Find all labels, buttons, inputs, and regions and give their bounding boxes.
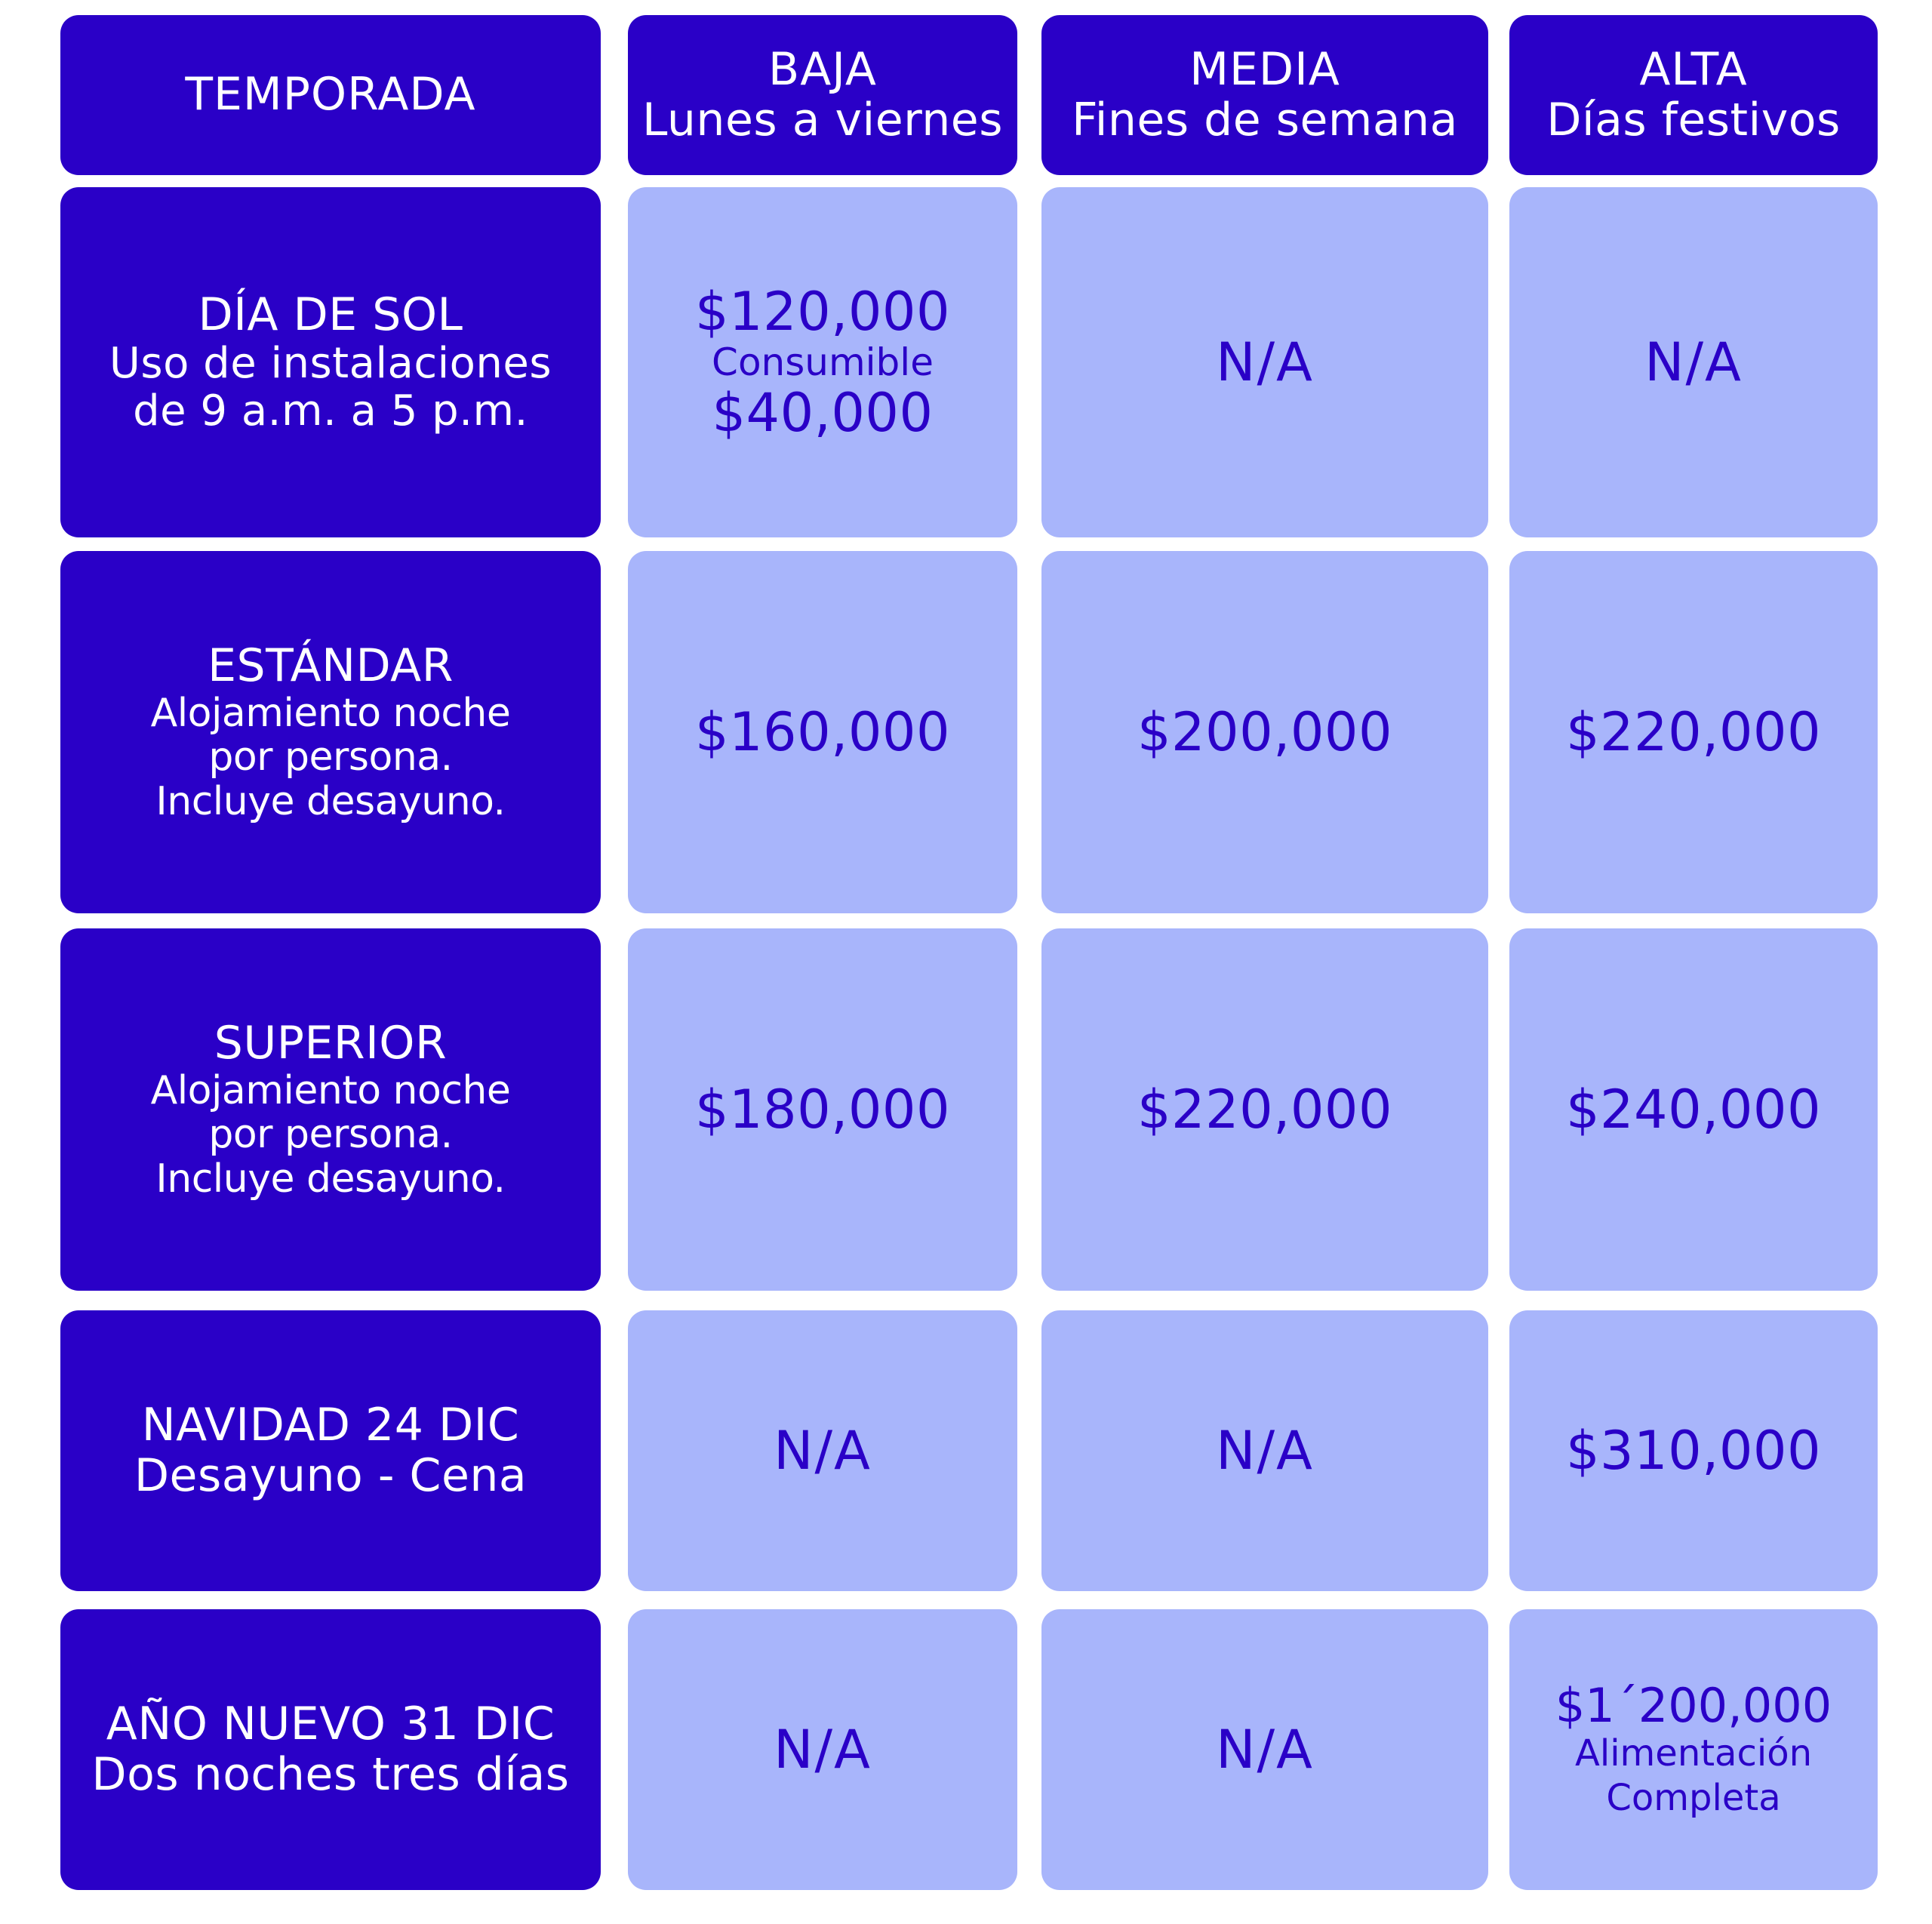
price-value: $220,000 xyxy=(1565,700,1821,763)
row-title: ESTÁNDAR xyxy=(208,639,454,693)
row-desc-line: Alojamiento noche xyxy=(150,691,511,737)
header-media-title: MEDIA xyxy=(1189,42,1340,96)
header-baja-subtitle: Lunes a viernes xyxy=(642,94,1003,146)
price-value: $40,000 xyxy=(712,382,934,444)
row-title: DÍA DE SOL xyxy=(198,288,463,341)
price-cell-estandar-alta: $220,000 xyxy=(1509,551,1878,913)
row-ano-nuevo-label: AÑO NUEVO 31 DIC Dos noches tres días xyxy=(60,1609,601,1890)
header-alta-title: ALTA xyxy=(1639,42,1748,96)
header-temporada: TEMPORADA xyxy=(60,15,601,175)
price-value: N/A xyxy=(774,1718,872,1781)
price-cell-ano-nuevo-baja: N/A xyxy=(628,1609,1017,1890)
price-cell-ano-nuevo-media: N/A xyxy=(1041,1609,1488,1890)
price-cell-dia-de-sol-alta: N/A xyxy=(1509,187,1878,537)
price-value: $310,000 xyxy=(1565,1419,1821,1482)
price-value: $200,000 xyxy=(1137,700,1392,763)
row-estandar-label: ESTÁNDAR Alojamiento noche por persona. … xyxy=(60,551,601,913)
price-cell-estandar-media: $200,000 xyxy=(1041,551,1488,913)
header-media-subtitle: Fines de semana xyxy=(1072,94,1458,146)
price-cell-ano-nuevo-alta: $1´200,000 Alimentación Completa xyxy=(1509,1609,1878,1890)
header-media: MEDIA Fines de semana xyxy=(1041,15,1488,175)
price-value: $120,000 xyxy=(694,280,950,343)
price-cell-navidad-baja: N/A xyxy=(628,1310,1017,1591)
price-value: $180,000 xyxy=(694,1078,950,1141)
price-value: N/A xyxy=(1644,331,1743,393)
header-baja: BAJA Lunes a viernes xyxy=(628,15,1017,175)
price-cell-superior-alta: $240,000 xyxy=(1509,928,1878,1291)
price-value: N/A xyxy=(774,1419,872,1482)
row-navidad-label: NAVIDAD 24 DIC Desayuno - Cena xyxy=(60,1310,601,1591)
row-desc-line: por persona. xyxy=(208,1112,453,1158)
row-desc-line: Dos noches tres días xyxy=(91,1748,570,1801)
row-title: AÑO NUEVO 31 DIC xyxy=(106,1697,555,1750)
row-superior-label: SUPERIOR Alojamiento noche por persona. … xyxy=(60,928,601,1291)
header-alta-subtitle: Días festivos xyxy=(1546,94,1841,146)
price-cell-dia-de-sol-baja: $120,000 Consumible $40,000 xyxy=(628,187,1017,537)
row-title: NAVIDAD 24 DIC xyxy=(141,1398,520,1451)
price-note: Consumible xyxy=(712,340,934,384)
row-desc-line: de 9 a.m. a 5 p.m. xyxy=(133,386,528,436)
price-note: Completa xyxy=(1606,1776,1781,1819)
price-cell-superior-media: $220,000 xyxy=(1041,928,1488,1291)
header-temporada-label: TEMPORADA xyxy=(185,68,476,122)
row-desc-line: Alojamiento noche xyxy=(150,1068,511,1114)
price-cell-navidad-alta: $310,000 xyxy=(1509,1310,1878,1591)
price-cell-dia-de-sol-media: N/A xyxy=(1041,187,1488,537)
row-title: SUPERIOR xyxy=(214,1017,448,1070)
row-desc-line: Incluye desayuno. xyxy=(155,778,506,824)
price-value: N/A xyxy=(1216,1419,1314,1482)
row-desc-line: Incluye desayuno. xyxy=(155,1156,506,1202)
price-value: $160,000 xyxy=(694,700,950,763)
row-desc-line: por persona. xyxy=(208,734,453,780)
row-desc-line: Desayuno - Cena xyxy=(134,1449,528,1502)
price-value: N/A xyxy=(1216,331,1314,393)
price-value: $1´200,000 xyxy=(1555,1677,1832,1733)
price-cell-superior-baja: $180,000 xyxy=(628,928,1017,1291)
header-baja-title: BAJA xyxy=(768,42,877,96)
price-value: $220,000 xyxy=(1137,1078,1392,1141)
price-cell-estandar-baja: $160,000 xyxy=(628,551,1017,913)
price-note: Alimentación xyxy=(1575,1732,1812,1775)
row-desc-line: Uso de instalaciones xyxy=(109,338,552,388)
row-dia-de-sol-label: DÍA DE SOL Uso de instalaciones de 9 a.m… xyxy=(60,187,601,537)
price-value: N/A xyxy=(1216,1718,1314,1781)
header-alta: ALTA Días festivos xyxy=(1509,15,1878,175)
price-value: $240,000 xyxy=(1565,1078,1821,1141)
price-cell-navidad-media: N/A xyxy=(1041,1310,1488,1591)
